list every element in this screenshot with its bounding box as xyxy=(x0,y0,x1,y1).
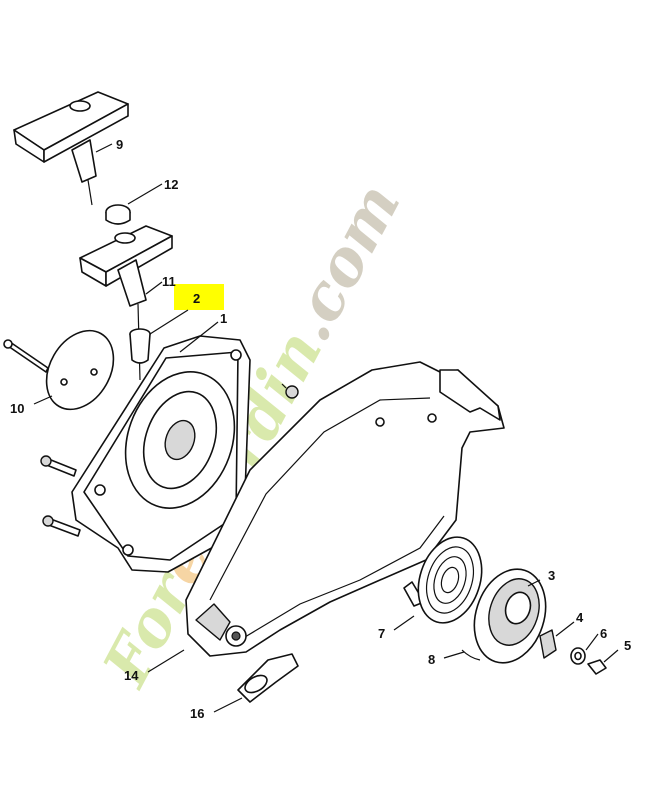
part-12-cap xyxy=(105,204,131,225)
watermark-com: .com xyxy=(272,172,415,353)
callout-4: 4 xyxy=(576,610,584,625)
part-11-handle xyxy=(79,225,173,381)
part-1-starter-cover xyxy=(71,335,251,573)
part-2-bushing xyxy=(129,328,151,364)
callout-11: 11 xyxy=(162,274,176,289)
callout-5: 5 xyxy=(624,638,631,653)
fan-housing xyxy=(185,361,505,657)
leader-lines xyxy=(33,143,619,713)
callout-10: 10 xyxy=(10,401,24,416)
part-10-bolt xyxy=(3,339,49,373)
callout-6: 6 xyxy=(600,626,607,641)
callout-8: 8 xyxy=(428,652,435,667)
callout-7: 7 xyxy=(378,626,385,641)
part-5-clip xyxy=(587,659,607,675)
part-9-handle xyxy=(13,91,129,206)
callout-2: 2 xyxy=(193,291,200,306)
callout-16: 16 xyxy=(190,706,204,721)
part-6-washer xyxy=(570,647,586,665)
screws-left xyxy=(40,455,81,537)
callout-3: 3 xyxy=(548,568,555,583)
callout-14: 14 xyxy=(124,668,139,683)
callout-9: 9 xyxy=(116,137,123,152)
callout-1: 1 xyxy=(220,311,227,326)
callout-12: 12 xyxy=(164,177,178,192)
part-4-pawl xyxy=(539,629,557,659)
highlight-2 xyxy=(174,284,224,310)
part-16-guide xyxy=(237,653,299,703)
small-screw xyxy=(281,383,299,399)
washer-plate xyxy=(45,329,115,411)
part-7-spring xyxy=(403,536,483,624)
part-3-rotor xyxy=(461,568,547,664)
callout-labels: 9 12 11 2 1 10 3 4 6 5 7 8 14 16 xyxy=(10,137,631,721)
